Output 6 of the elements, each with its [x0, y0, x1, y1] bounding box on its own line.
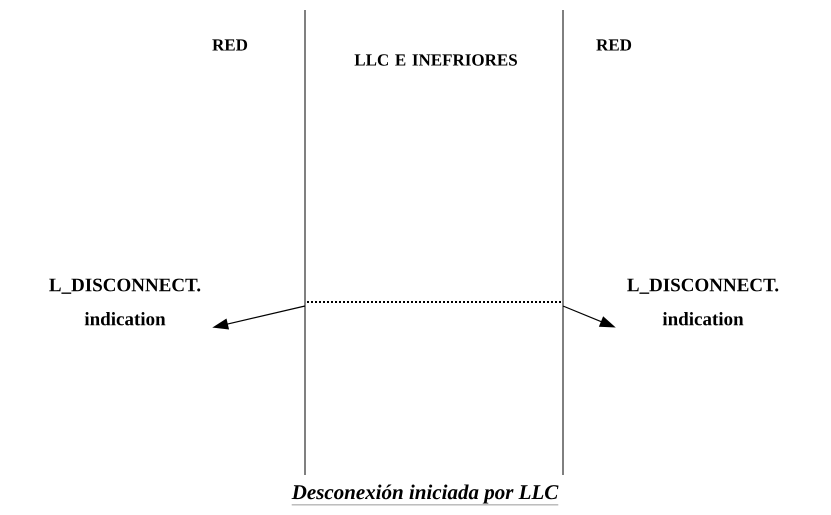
column-heading: LLC E INEFRIORES — [354, 54, 517, 66]
caption: Desconexión iniciada por LLC — [292, 484, 558, 506]
primitive-label: L_DISCONNECT. indication — [49, 278, 200, 326]
column-heading: RED — [212, 39, 248, 51]
primitive-label: L_DISCONNECT. indication — [627, 278, 778, 326]
column-heading: RED — [596, 39, 632, 51]
